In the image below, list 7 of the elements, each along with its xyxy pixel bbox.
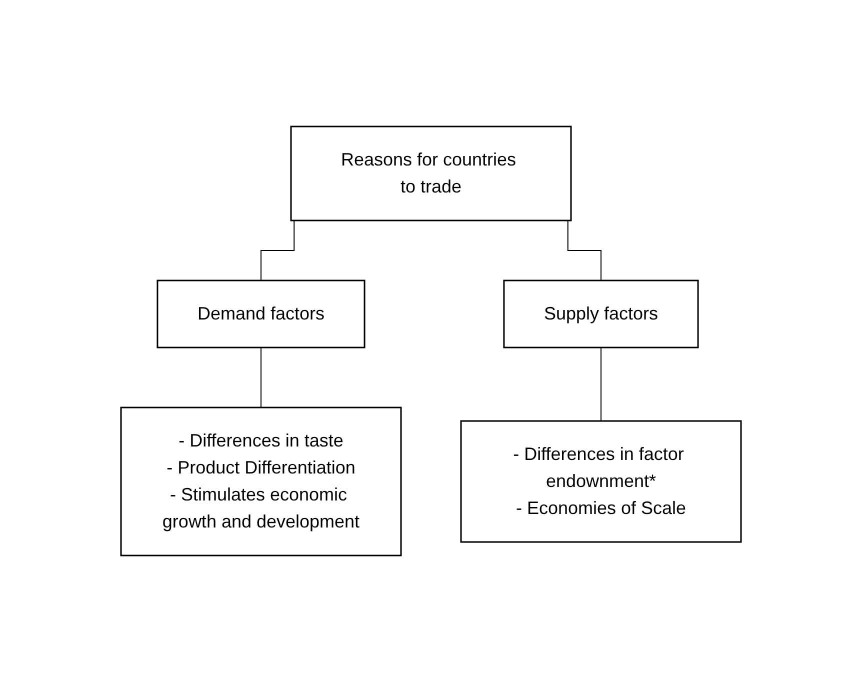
node-box: Demand factors: [156, 280, 365, 348]
connector: [600, 347, 601, 422]
node-box: - Differences in taste - Product Differentiation - Stimulates economic growth and development: [120, 406, 402, 556]
node-box: Supply factors: [502, 280, 698, 348]
node-box: - Differences in factor endownment* - Economies of Scale: [460, 420, 742, 543]
connector: [260, 347, 261, 408]
node-box: Reasons for countries to trade: [290, 126, 572, 222]
